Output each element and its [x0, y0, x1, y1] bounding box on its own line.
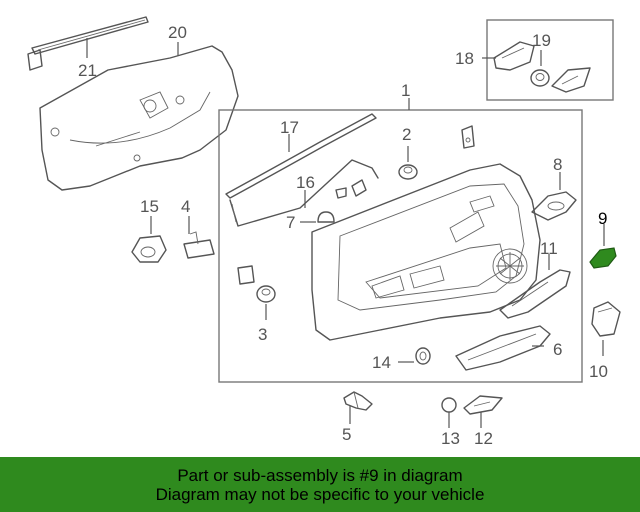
banner-line-1: Part or sub-assembly is #9 in diagram — [177, 465, 463, 485]
callout-14[interactable]: 14 — [372, 353, 391, 372]
callout-13[interactable]: 13 — [441, 429, 460, 448]
callout-6[interactable]: 6 — [553, 340, 562, 359]
callout-2[interactable]: 2 — [402, 125, 411, 144]
part-11-switch-bezel — [499, 269, 571, 319]
part-clip-square — [237, 265, 255, 285]
part-17-belt-molding — [225, 113, 377, 199]
callout-21[interactable]: 21 — [78, 61, 97, 80]
callout-8[interactable]: 8 — [553, 155, 562, 174]
callout-1[interactable]: 1 — [401, 81, 410, 100]
part-20-deflector — [39, 45, 239, 191]
part-8-handle-bezel — [531, 191, 577, 221]
parts-diagram: 21 20 18 19 1 17 16 — [27, 16, 621, 448]
callout-9[interactable]: 9 — [598, 209, 607, 228]
callout-19[interactable]: 19 — [532, 31, 551, 50]
part-16-rod — [229, 159, 379, 227]
callout-11[interactable]: 11 — [540, 239, 558, 258]
callout-12[interactable]: 12 — [474, 429, 493, 448]
part-3-grommet — [256, 285, 276, 303]
part-5-retainer — [343, 391, 373, 411]
callout-4[interactable]: 4 — [181, 197, 190, 216]
group-box-18-19 — [486, 19, 614, 101]
part-19-grommet — [530, 69, 550, 87]
part-18-trim-cover — [493, 41, 535, 71]
part-bracket — [461, 125, 475, 149]
callout-3[interactable]: 3 — [258, 325, 267, 344]
info-banner: Part or sub-assembly is #9 in diagram Di… — [0, 457, 640, 512]
callout-15[interactable]: 15 — [140, 197, 159, 216]
callout-20[interactable]: 20 — [168, 23, 187, 42]
callout-5[interactable]: 5 — [342, 425, 351, 444]
part-16b-clip — [335, 179, 367, 199]
part-9-highlighted[interactable] — [589, 247, 617, 269]
group-box-1 — [218, 109, 583, 383]
part-12-insert — [463, 395, 503, 415]
part-7-push-pin — [317, 211, 335, 223]
callout-7[interactable]: 7 — [286, 213, 295, 232]
part-21-weatherstrip — [27, 16, 149, 71]
part-14-grommet — [415, 347, 431, 365]
banner-line-2: Diagram may not be specific to your vehi… — [155, 484, 485, 504]
part-18b-trim-piece — [551, 67, 591, 93]
part-15-lamp — [131, 235, 167, 263]
part-4-bracket — [183, 231, 215, 259]
callout-10[interactable]: 10 — [589, 362, 608, 381]
callout-16[interactable]: 16 — [296, 173, 315, 192]
part-2-grommet — [398, 164, 418, 180]
callout-18[interactable]: 18 — [455, 49, 474, 68]
part-13-cap — [441, 397, 457, 413]
part-10-switch-module — [591, 301, 621, 337]
callout-17[interactable]: 17 — [280, 118, 299, 137]
part-6-armrest — [455, 325, 551, 371]
part-1-door-trim-panel — [311, 163, 541, 341]
